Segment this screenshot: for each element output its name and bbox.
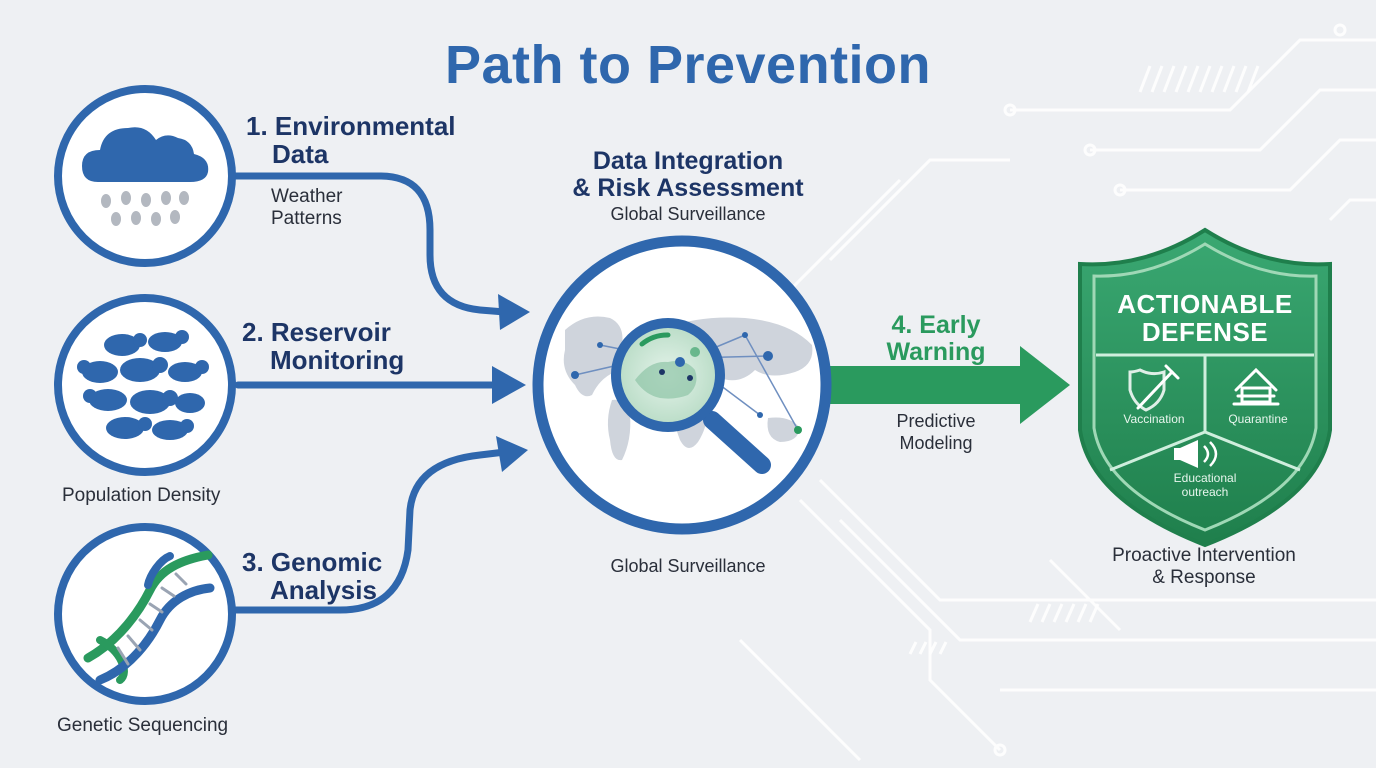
step-2-subtitle: Population Density — [62, 485, 221, 506]
step-2-title-line1: 2. Reservoir — [242, 317, 391, 347]
magnifier-globe-icon — [611, 318, 771, 474]
arrowhead-environmental — [498, 294, 530, 330]
connector-arrows — [228, 172, 509, 614]
syringe-shield-icon — [1128, 364, 1180, 412]
step-3-title-line2: Analysis — [270, 575, 377, 605]
input-circle-genomic — [54, 523, 236, 705]
network-nodes — [571, 332, 773, 418]
shield-title: ACTIONABLE DEFENSE — [1095, 290, 1315, 346]
shield-caption-line1: Proactive Intervention — [1112, 545, 1296, 566]
shield-label-vaccination: Vaccination — [1123, 412, 1185, 426]
early-warning-arrow — [830, 346, 1070, 424]
early-warning-title: 4. Early Warning — [856, 312, 1016, 366]
hatch-decoration — [908, 65, 1260, 655]
arrow-environmental — [231, 172, 509, 316]
early-warning-subtitle-line1: Predictive — [896, 411, 976, 431]
rodents-icon — [77, 330, 209, 440]
shield-title-line2: DEFENSE — [1141, 317, 1269, 347]
center-subtitle-bottom: Global Surveillance — [610, 556, 766, 576]
arrowhead-reservoir — [492, 366, 526, 404]
shield-title-line1: ACTIONABLE — [1117, 289, 1293, 319]
shield-label-educational-line1: Educational — [1173, 471, 1237, 485]
center-circle — [532, 235, 832, 535]
center-title-line1: Data Integration — [592, 147, 784, 175]
step-3-subtitle: Genetic Sequencing — [57, 715, 229, 736]
actionable-defense-shield — [1078, 227, 1332, 548]
step-1-subtitle-line1: Weather — [271, 186, 343, 207]
shield-label-educational-line2: outreach — [1181, 485, 1229, 499]
shield-dividers — [1096, 353, 1314, 472]
early-warning-title-line1: 4. Early — [891, 311, 981, 339]
step-1-subtitle: Weather Patterns — [271, 186, 342, 230]
megaphone-icon — [1174, 440, 1218, 468]
arrowhead-genomic — [496, 436, 528, 472]
input-circle-environmental — [54, 85, 236, 267]
step-2-title: 2. Reservoir Monitoring — [242, 318, 404, 374]
early-warning-subtitle-line2: Modeling — [899, 433, 973, 453]
step-1-title: 1. Environmental Data — [246, 112, 456, 168]
house-barrier-icon — [1232, 367, 1280, 406]
dna-icon — [83, 550, 215, 685]
shield-caption-line2: & Response — [1152, 567, 1256, 588]
circuit-decoration — [738, 23, 1376, 762]
rain-cloud-icon — [82, 127, 209, 226]
input-circle-reservoir — [54, 294, 236, 476]
center-subtitle-top: Global Surveillance — [610, 204, 766, 224]
center-title: Data Integration & Risk Assessment — [540, 148, 836, 202]
page-title: Path to Prevention — [444, 35, 932, 95]
step-3-title: 3. Genomic Analysis — [242, 548, 382, 604]
early-warning-subtitle: Predictive Modeling — [856, 410, 1016, 454]
step-1-title-line1: 1. Environmental — [246, 111, 456, 141]
shield-label-quarantine: Quarantine — [1228, 412, 1288, 426]
step-1-title-line2: Data — [272, 139, 329, 169]
shield-label-educational: Educational outreach — [1155, 471, 1255, 499]
shield-caption: Proactive Intervention & Response — [1090, 545, 1318, 589]
step-3-title-line1: 3. Genomic — [242, 547, 383, 577]
step-1-subtitle-line2: Patterns — [271, 208, 342, 229]
step-2-title-line2: Monitoring — [270, 345, 405, 375]
center-title-line2: & Risk Assessment — [572, 174, 804, 202]
early-warning-title-line2: Warning — [886, 338, 986, 366]
arrow-genomic — [228, 448, 509, 614]
